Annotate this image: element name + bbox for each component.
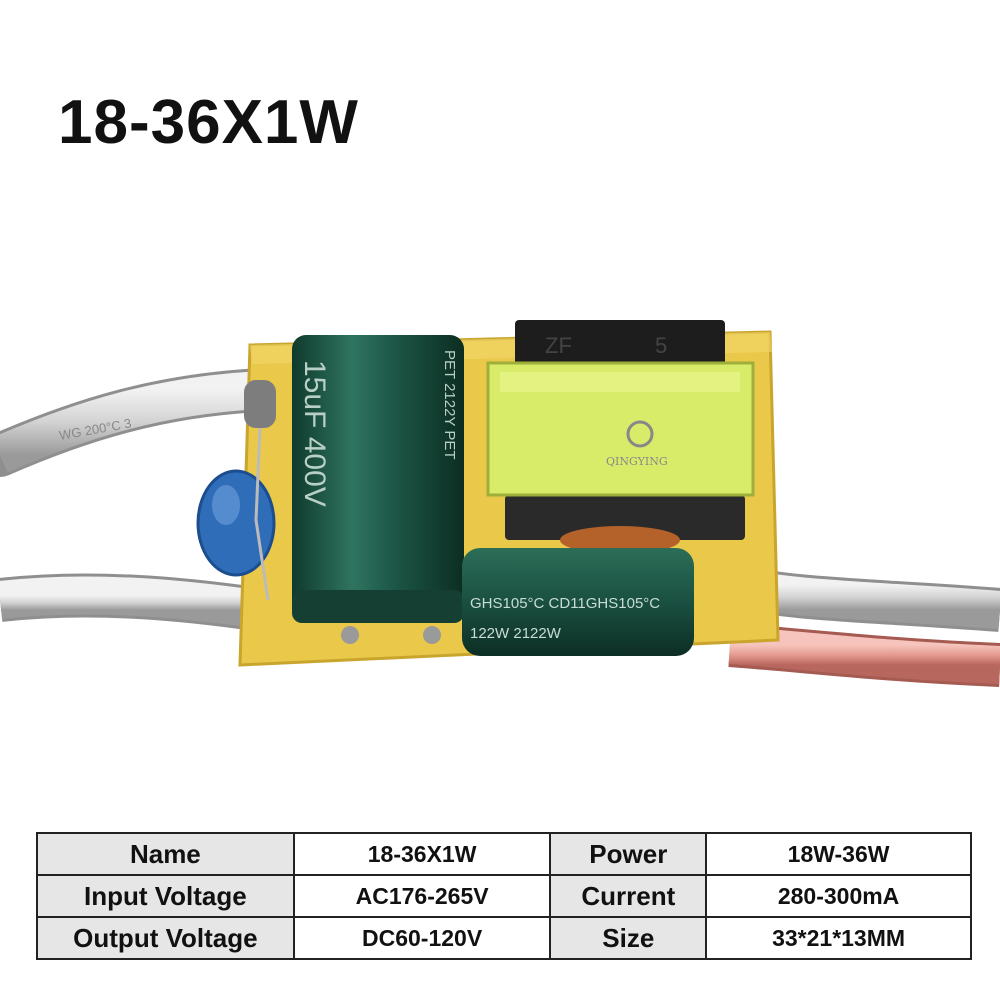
spec-value: DC60-120V [292, 916, 552, 960]
spec-label: Size [549, 916, 708, 960]
svg-text:GHS105°C CD11GHS105°C: GHS105°C CD11GHS105°C [470, 595, 660, 612]
product-title: 18-36X1W [58, 88, 359, 157]
svg-text:15uF 400V: 15uF 400V [298, 360, 331, 507]
spec-label: Name [36, 832, 295, 876]
product-photo: WG 200°C 3 ZF 5 QINGYING 15uF 400V PET 2… [0, 320, 1000, 687]
spec-label: Input Voltage [36, 874, 295, 918]
table-row: Input Voltage AC176-265V Current 280-300… [36, 874, 972, 918]
spec-value: 280-300mA [705, 874, 972, 918]
spec-value: 18-36X1W [292, 832, 552, 876]
svg-text:QINGYING: QINGYING [606, 455, 668, 468]
electrolytic-capacitor-large [292, 335, 464, 623]
spec-value: AC176-265V [292, 874, 552, 918]
spec-value: 18W-36W [705, 832, 972, 876]
table-row: Name 18-36X1W Power 18W-36W [36, 832, 972, 876]
svg-text:5: 5 [655, 333, 667, 358]
electrolytic-capacitor-small [462, 548, 694, 656]
resistor [244, 380, 276, 428]
spec-value: 33*21*13MM [705, 916, 972, 960]
spec-label: Output Voltage [36, 916, 295, 960]
svg-text:122W 2122W: 122W 2122W [470, 625, 562, 642]
svg-text:ZF: ZF [545, 333, 572, 358]
svg-text:PET 2122Y PET: PET 2122Y PET [441, 350, 458, 460]
spec-label: Power [549, 832, 708, 876]
table-row: Output Voltage DC60-120V Size 33*21*13MM [36, 916, 972, 960]
spec-table: Name 18-36X1W Power 18W-36W Input Voltag… [36, 832, 972, 960]
spec-label: Current [549, 874, 708, 918]
